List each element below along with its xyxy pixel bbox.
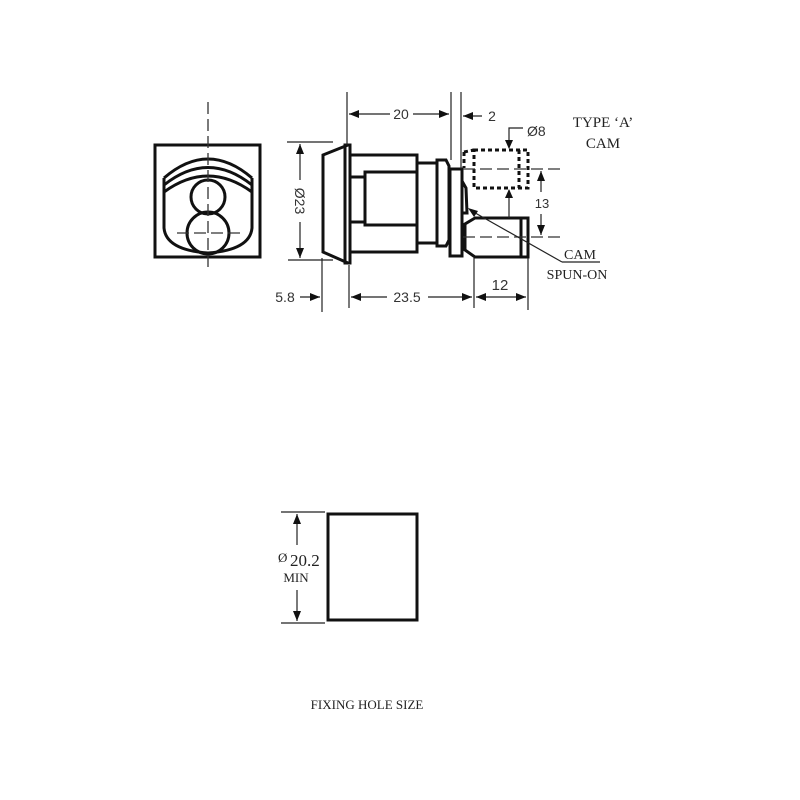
dimensions: 20 2 Ø8 Ø23 13 5.8 23.5 <box>275 92 607 312</box>
fixing-hole-diameter-symbol: Ø <box>278 550 287 565</box>
dim-bezel-depth: 5.8 <box>275 289 295 305</box>
dim-cam-offset: 13 <box>535 196 549 211</box>
type-label-line2: CAM <box>586 136 620 152</box>
side-view <box>321 143 565 265</box>
type-label-line1: TYPE ‘A’ <box>573 115 633 131</box>
mounting-plate <box>448 167 464 258</box>
fixing-hole-view: Ø 20.2 MIN <box>278 511 419 624</box>
dim-overall-length: 23.5 <box>393 289 420 305</box>
dim-20: 20 <box>393 106 409 122</box>
fixing-hole-diameter: 20.2 <box>290 551 320 570</box>
dim-bezel-diameter: Ø23 <box>292 188 308 215</box>
front-view <box>153 102 262 268</box>
bezel <box>321 143 349 265</box>
dim-2: 2 <box>488 108 496 124</box>
fixing-hole-outline <box>326 512 419 622</box>
fixing-hole-qualifier: MIN <box>283 570 309 585</box>
fixing-hole-caption: FIXING HOLE SIZE <box>311 697 424 712</box>
callout-cam: CAM <box>564 248 596 263</box>
lock-body <box>348 153 419 254</box>
callout-spun-on: SPUN-ON <box>547 268 608 283</box>
dim-cam-length: 12 <box>492 277 509 294</box>
dim-cam-diameter: Ø8 <box>527 123 546 139</box>
